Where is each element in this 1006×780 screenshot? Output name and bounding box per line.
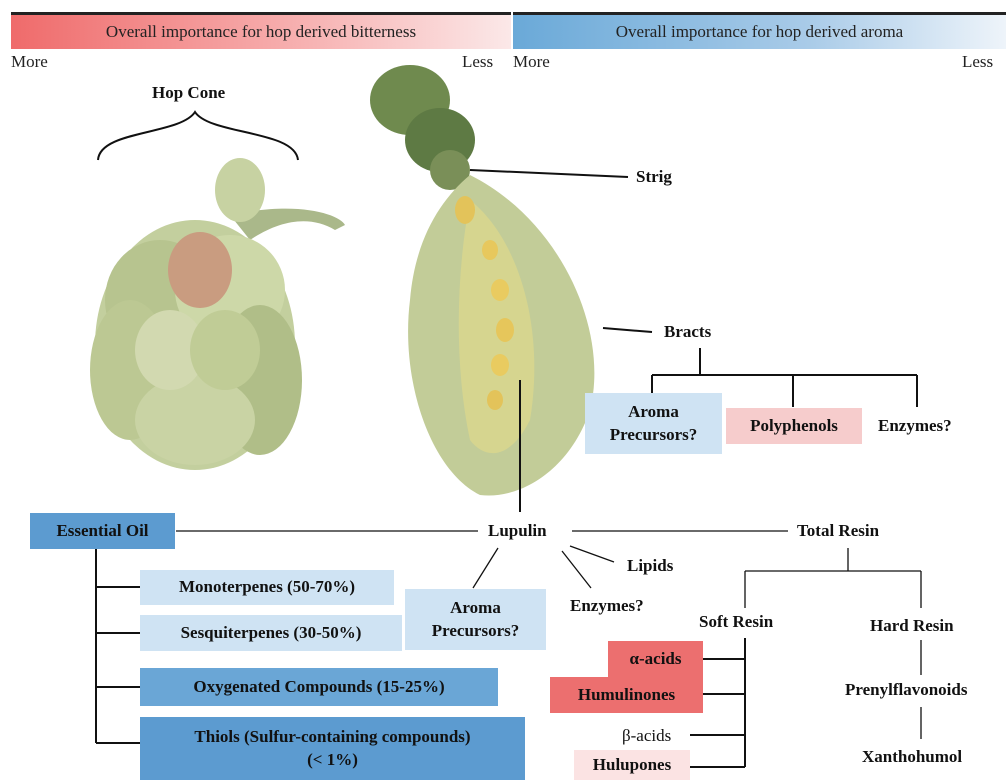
thiols-box: Thiols (Sulfur-containing compounds) (< … [140, 717, 525, 780]
lupulin-label: Lupulin [488, 521, 547, 541]
essential-oil-text: Essential Oil [56, 520, 148, 542]
hulupones-box: Hulupones [574, 750, 690, 780]
strig-label: Strig [636, 167, 672, 187]
bracts-label: Bracts [664, 322, 711, 342]
total-resin-label: Total Resin [797, 521, 879, 541]
sesquiterpenes-box: Sesquiterpenes (30-50%) [140, 615, 402, 651]
polyphenols-text: Polyphenols [750, 415, 838, 437]
lipids-label: Lipids [627, 556, 673, 576]
oxygenated-compounds-box: Oxygenated Compounds (15-25%) [140, 668, 498, 706]
hard-resin-label: Hard Resin [870, 616, 954, 636]
enzymes-lupulin-label: Enzymes? [570, 596, 644, 616]
sesquiterpenes-text: Sesquiterpenes (30-50%) [181, 622, 362, 644]
alpha-acids-text: α-acids [630, 648, 682, 670]
humulinones-text: Humulinones [578, 684, 675, 706]
enzymes-bracts-label: Enzymes? [878, 416, 952, 436]
monoterpenes-box: Monoterpenes (50-70%) [140, 570, 394, 605]
alpha-acids-box: α-acids [608, 641, 703, 677]
aroma-precursors-lupulin-box: Aroma Precursors? [405, 589, 546, 650]
aroma-precursors-bracts-text: Aroma Precursors? [599, 401, 709, 445]
thiols-text-line2: (< 1%) [307, 749, 358, 771]
prenylflavonoids-label: Prenylflavonoids [845, 680, 967, 700]
aroma-precursors-bracts-box: Aroma Precursors? [585, 393, 722, 454]
aroma-precursors-lupulin-text: Aroma Precursors? [421, 597, 531, 641]
polyphenols-box: Polyphenols [726, 408, 862, 444]
beta-acids-label: β-acids [622, 726, 671, 746]
soft-resin-label: Soft Resin [699, 612, 773, 632]
hulupones-text: Hulupones [593, 754, 671, 776]
hop-cone-image [90, 158, 345, 470]
essential-oil-box: Essential Oil [30, 513, 175, 549]
oxygenated-compounds-text: Oxygenated Compounds (15-25%) [193, 676, 444, 698]
hop-cone-label: Hop Cone [152, 83, 225, 103]
humulinones-box: Humulinones [550, 677, 703, 713]
xanthohumol-label: Xanthohumol [862, 747, 962, 767]
sectioned-hop-image [370, 65, 594, 496]
thiols-text-line1: Thiols (Sulfur-containing compounds) [194, 726, 470, 748]
monoterpenes-text: Monoterpenes (50-70%) [179, 576, 355, 598]
